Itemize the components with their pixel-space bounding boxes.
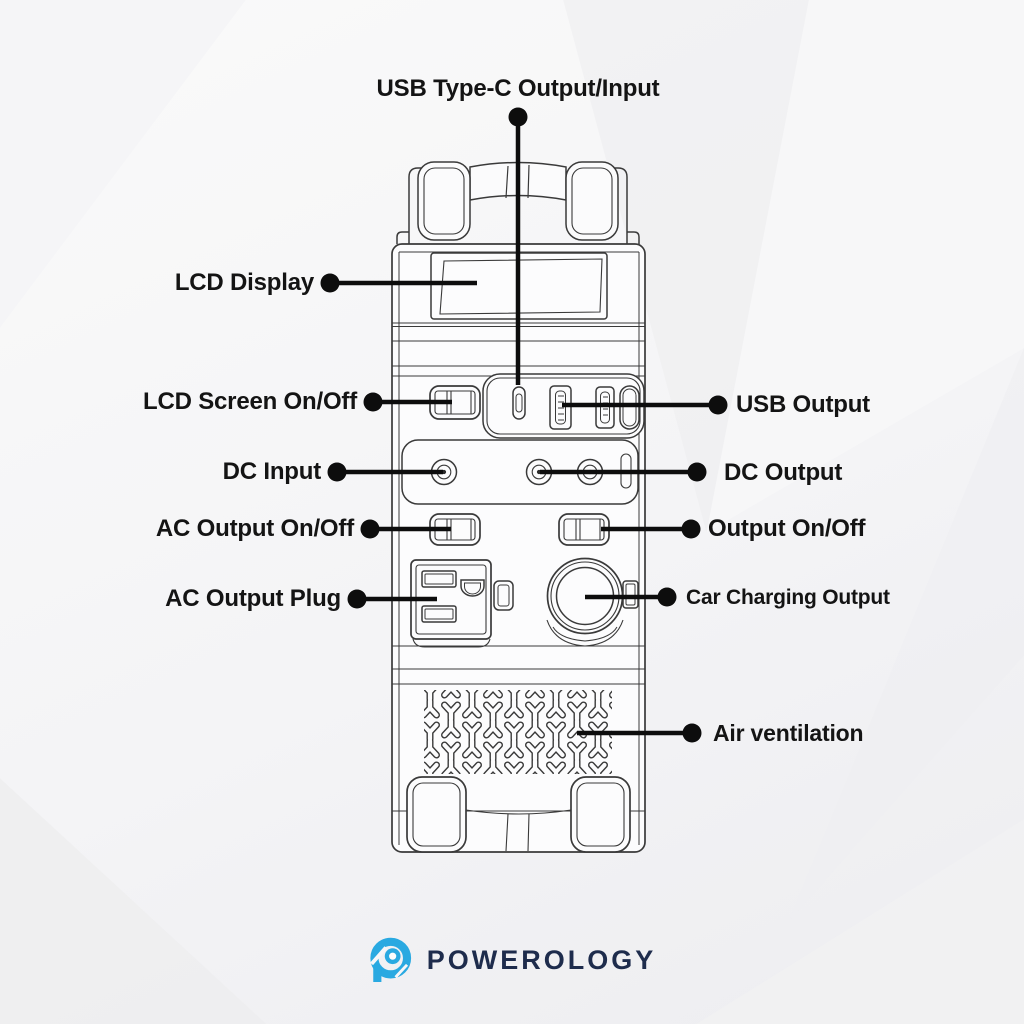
label-output-onoff: Output On/Off — [708, 515, 866, 542]
leader-lcd-screen-onoff — [363, 392, 452, 412]
usb-pill-port — [619, 385, 640, 430]
leader-car-charging — [585, 587, 677, 607]
reset-button — [493, 580, 514, 611]
leader-ac-output-onoff — [360, 519, 451, 539]
label-air-ventilation: Air ventilation — [713, 720, 864, 746]
foot-right — [570, 776, 631, 853]
leader-dc-input — [327, 462, 443, 482]
label-ac-output-onoff: AC Output On/Off — [155, 515, 354, 542]
leader-usb-type-c — [508, 107, 528, 385]
label-usb-type-c: USB Type-C Output/Input — [376, 75, 660, 102]
label-lcd-screen-onoff: LCD Screen On/Off — [143, 388, 357, 415]
brand-wordmark: POWEROLOGY — [426, 945, 657, 975]
brand-logo: POWEROLOGY — [368, 934, 657, 986]
handle-grip-right — [565, 161, 619, 241]
usb-a-port-1 — [549, 385, 572, 430]
label-car-charging-output: Car Charging Output — [686, 586, 890, 609]
label-usb-output: USB Output — [736, 391, 870, 418]
leader-usb-output — [562, 395, 728, 415]
label-lcd-display: LCD Display — [174, 269, 314, 296]
usb-c-port — [512, 386, 526, 420]
foot-left — [406, 776, 467, 853]
device-body-group — [391, 161, 646, 853]
powerology-icon — [370, 937, 412, 983]
leader-lcd-display — [320, 273, 477, 293]
leader-lines — [320, 107, 728, 743]
leader-output-onoff — [601, 519, 701, 539]
handle-grip-left — [417, 161, 471, 241]
leader-dc-output — [540, 462, 707, 482]
ac-outlet — [410, 559, 492, 648]
leader-ac-output-plug — [347, 589, 437, 609]
leader-air-ventilation — [577, 723, 702, 743]
label-ac-output-plug: AC Output Plug — [165, 585, 341, 612]
ground-pin-hole — [460, 579, 485, 597]
label-dc-input: DC Input — [222, 458, 322, 485]
label-dc-output: DC Output — [724, 459, 843, 486]
